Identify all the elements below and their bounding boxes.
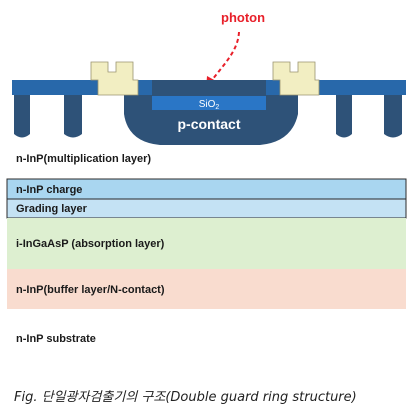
layer-multiplication bbox=[7, 145, 406, 179]
sio2-label: SiO2 bbox=[199, 99, 220, 111]
layer-buffer bbox=[7, 269, 406, 309]
layer-absorption bbox=[7, 218, 406, 269]
contact-pad-right bbox=[272, 61, 320, 96]
layer-label-substrate: n-InP substrate bbox=[16, 333, 96, 345]
layer-substrate bbox=[7, 309, 406, 367]
apd-cross-section-diagram: photon SiO2 p-contact n-InP(multiplicati… bbox=[6, 10, 407, 367]
layer-stack: n-InP(multiplication layer) n-InP charge… bbox=[6, 145, 407, 367]
photon-label: photon bbox=[221, 10, 265, 25]
top-bar-inner-left bbox=[138, 80, 152, 95]
top-bar-left bbox=[12, 80, 98, 95]
layer-label-absorption: i-InGaAsP (absorption layer) bbox=[16, 238, 165, 250]
contact-pad-left bbox=[90, 61, 139, 96]
top-bar-right bbox=[319, 80, 406, 95]
sio2-window bbox=[152, 96, 266, 110]
layer-label-charge: n-InP charge bbox=[16, 184, 82, 196]
photon-arrow-icon bbox=[211, 31, 240, 81]
top-bar-inner-right bbox=[266, 80, 280, 95]
layer-label-buffer: n-InP(buffer layer/N-contact) bbox=[16, 284, 165, 296]
layer-label-multiplication: n-InP(multiplication layer) bbox=[16, 153, 151, 165]
figure-caption: Fig. 단일광자검출기의 구조(Double guard ring struc… bbox=[14, 390, 357, 405]
layer-label-grading: Grading layer bbox=[16, 203, 88, 215]
p-contact-label: p-contact bbox=[178, 116, 241, 132]
photon-indicator: photon bbox=[206, 10, 265, 90]
